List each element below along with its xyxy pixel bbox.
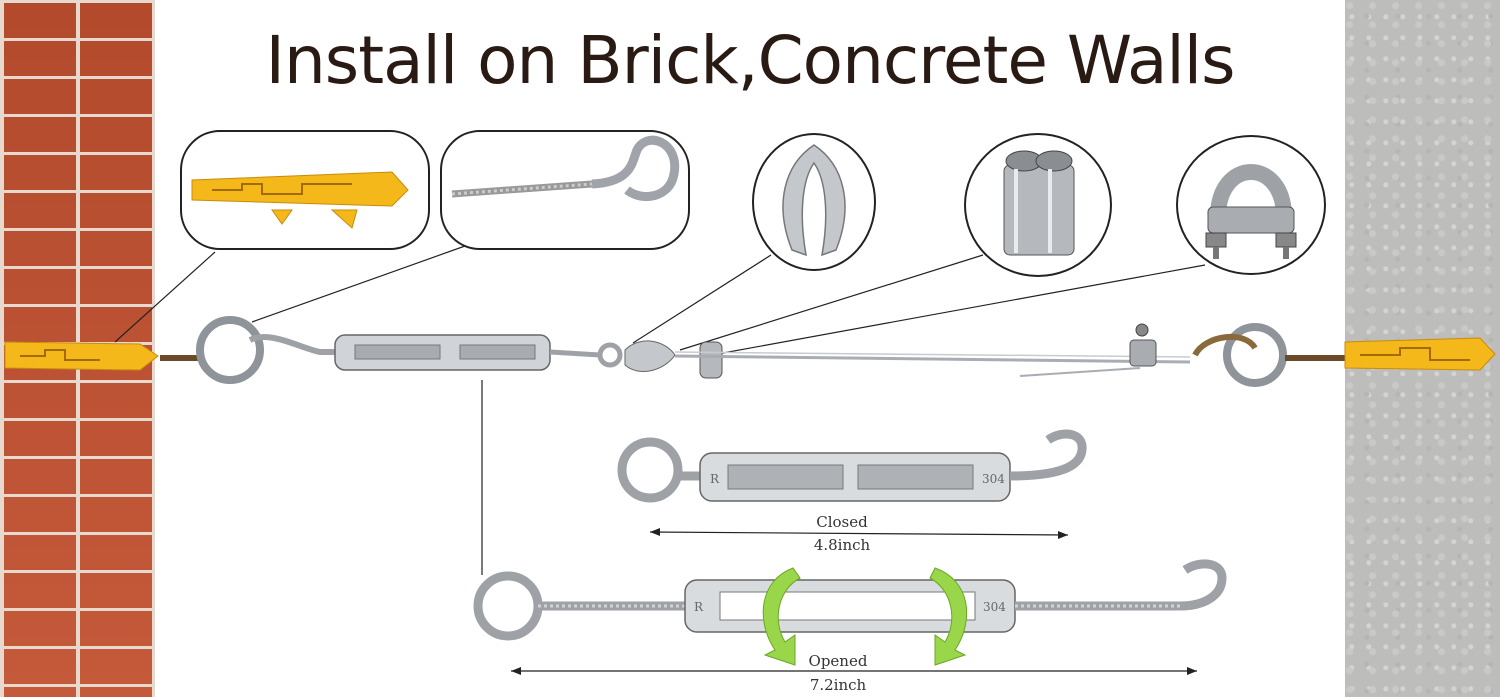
opened-left-mark: R xyxy=(694,600,704,614)
opened-right-mark: 304 xyxy=(983,600,1006,614)
closed-label: Closed xyxy=(816,513,868,531)
eye-screw-callout xyxy=(440,130,690,250)
closed-left-mark: R xyxy=(710,472,720,486)
right-anchor-assembly xyxy=(1192,323,1496,387)
closed-right-mark: 304 xyxy=(982,472,1005,486)
opened-turnbuckle: R 304 xyxy=(473,559,1227,675)
page-title: Install on Brick,Concrete Walls xyxy=(265,22,1236,99)
leader-lines xyxy=(114,245,1206,575)
thimble-callout xyxy=(752,133,876,271)
inline-turnbuckle xyxy=(248,334,623,371)
aluminum-ferrule-icon xyxy=(1003,150,1075,256)
anchor-callout xyxy=(180,130,430,250)
rotate-arrow-right-icon xyxy=(929,567,968,666)
cable-assembly xyxy=(624,323,1191,379)
wire-clip-callout xyxy=(1176,135,1326,275)
opened-label: Opened xyxy=(808,652,868,670)
left-anchor-assembly xyxy=(4,316,264,384)
eye-screw-icon xyxy=(451,135,680,202)
closed-dimension-line xyxy=(649,531,1069,536)
wall-anchor-icon xyxy=(191,171,409,229)
ferrule-callout xyxy=(964,133,1112,277)
opened-length: 7.2inch xyxy=(809,676,867,694)
closed-length: 4.8inch xyxy=(813,536,871,554)
rotate-arrow-left-icon xyxy=(762,567,801,666)
thimble-icon xyxy=(782,144,846,257)
closed-turnbuckle: R 304 xyxy=(617,429,1087,539)
wire-rope-clip-icon xyxy=(1205,164,1297,259)
